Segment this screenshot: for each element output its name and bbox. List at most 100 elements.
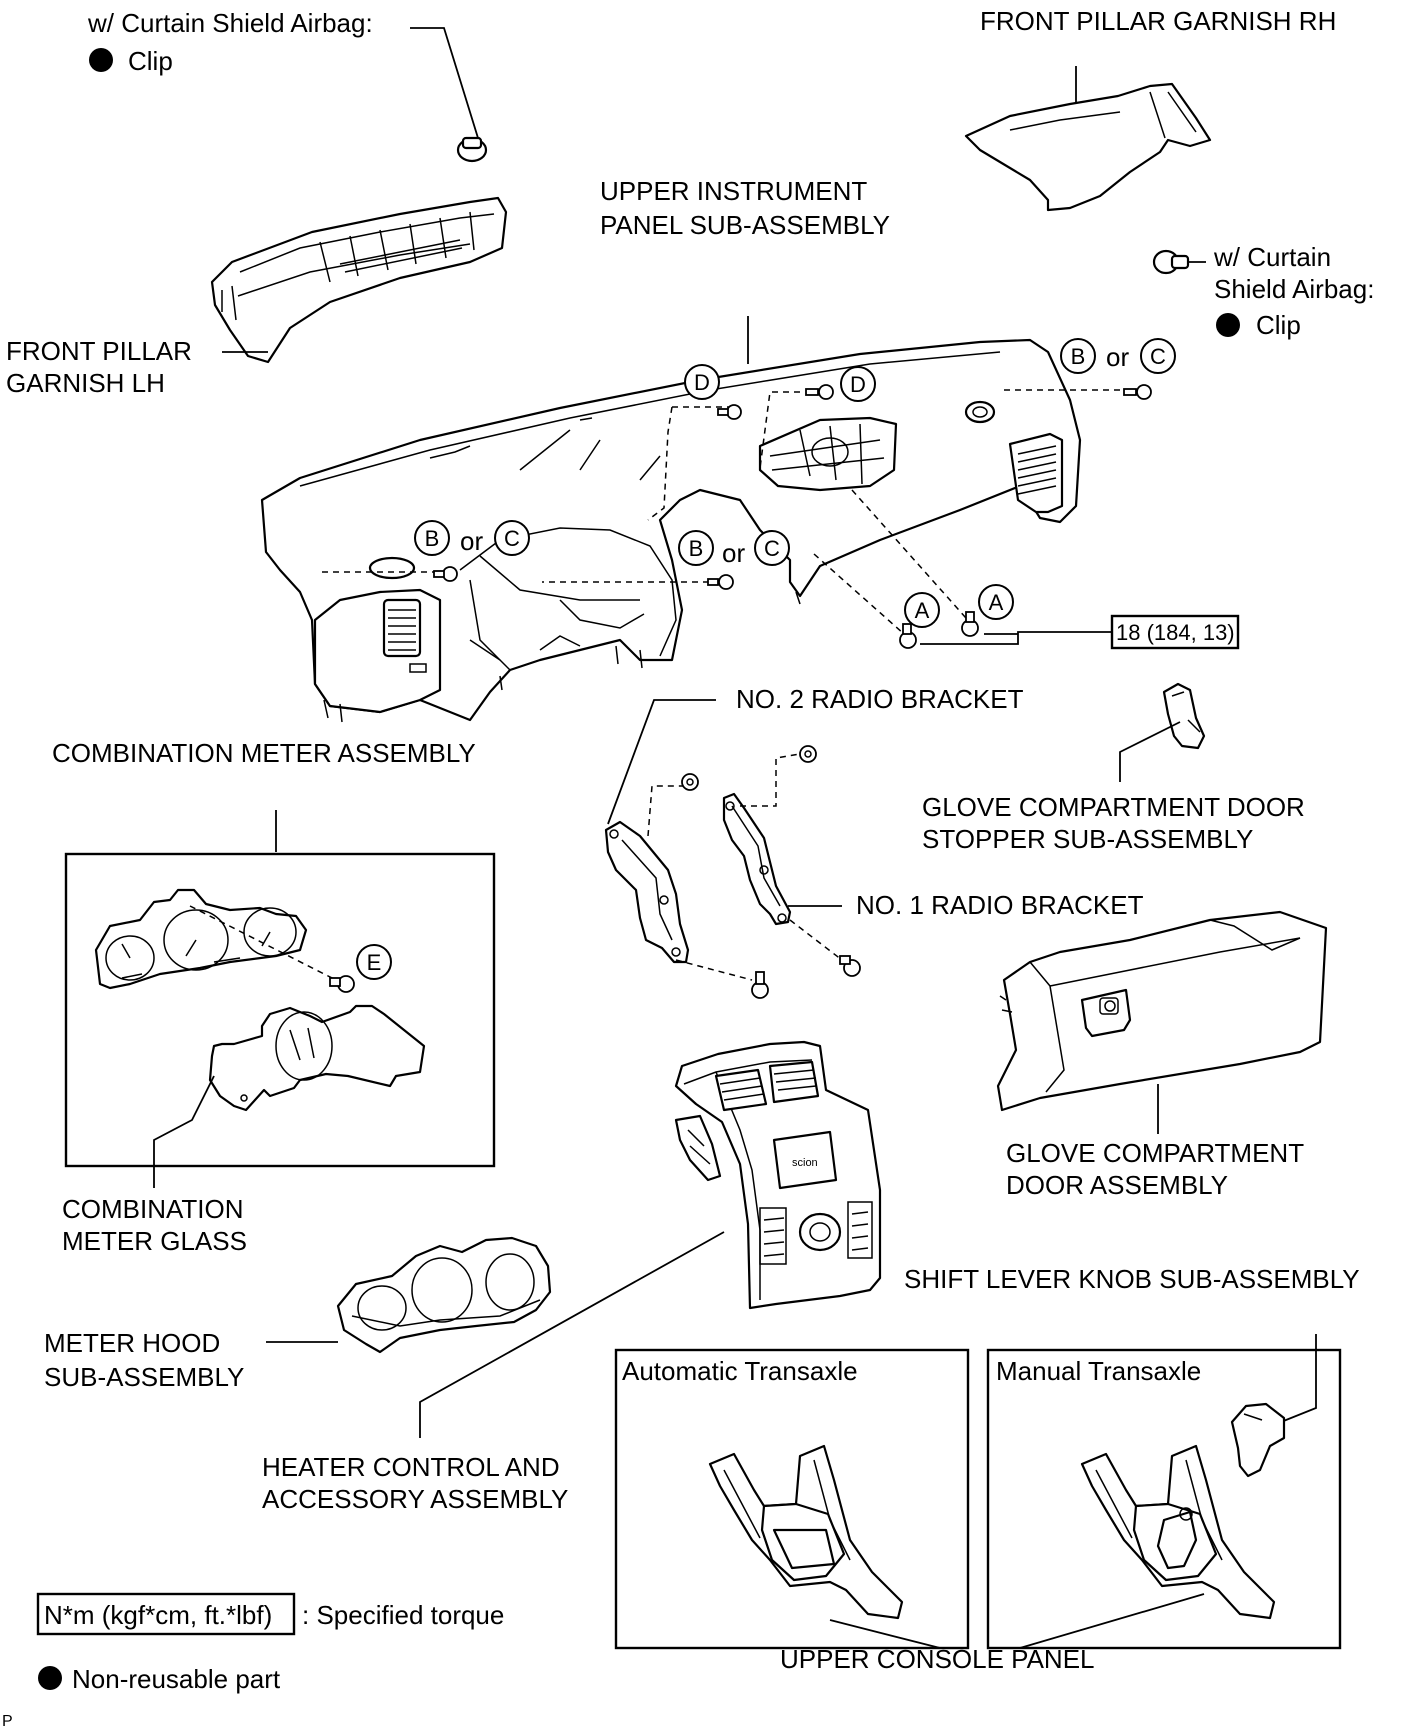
clip-label-right: Clip bbox=[1256, 310, 1301, 340]
curtain-airbag-label-right-2: Shield Airbag: bbox=[1214, 274, 1374, 304]
heater-control-accessory-assembly: scion bbox=[674, 1040, 882, 1310]
shift-lever-knob bbox=[1230, 1402, 1286, 1478]
heater-control-label-2: ACCESSORY ASSEMBLY bbox=[262, 1484, 568, 1514]
fastener-line bbox=[675, 959, 753, 981]
clip-part-left bbox=[456, 136, 488, 163]
callout-e: E bbox=[356, 944, 392, 980]
automatic-transaxle-label: Automatic Transaxle bbox=[622, 1356, 858, 1386]
nonreusable-dot-icon bbox=[1216, 313, 1240, 337]
leader-line bbox=[410, 27, 479, 139]
bolt-icon bbox=[717, 404, 742, 420]
bolts-upper-panel bbox=[433, 384, 1152, 649]
callout-d-right: D bbox=[840, 366, 876, 402]
nut-icon bbox=[681, 773, 699, 791]
fastener-lines bbox=[322, 389, 1122, 635]
svg-text:18 (184, 13): 18 (184, 13) bbox=[1116, 620, 1235, 645]
curtain-clip-note-left: w/ Curtain Shield Airbag: Clip bbox=[87, 8, 488, 163]
leader-line bbox=[1119, 721, 1181, 782]
bolt-icon bbox=[329, 975, 355, 993]
curtain-clip-note-right: w/ Curtain Shield Airbag: Clip bbox=[1152, 242, 1374, 340]
glove-door-stopper bbox=[1162, 682, 1206, 750]
clip-part-right bbox=[1152, 249, 1190, 275]
clip-label-left: Clip bbox=[128, 46, 173, 76]
meter-hood-label-2: SUB-ASSEMBLY bbox=[44, 1362, 244, 1392]
glove-door-label-2: DOOR ASSEMBLY bbox=[1006, 1170, 1228, 1200]
radio-bracket-2-label: NO. 2 RADIO BRACKET bbox=[736, 684, 1024, 714]
curtain-airbag-label-left: w/ Curtain Shield Airbag: bbox=[87, 8, 373, 38]
callout-b-or-c-right: B or C bbox=[1060, 338, 1176, 374]
manual-transaxle-label: Manual Transaxle bbox=[996, 1356, 1201, 1386]
torque-spec-box: 18 (184, 13) bbox=[1110, 614, 1240, 650]
callout-a-right: A bbox=[978, 584, 1014, 620]
front-pillar-garnish-lh bbox=[210, 196, 508, 364]
svg-text:C: C bbox=[504, 526, 520, 551]
upper-console-panel-manual bbox=[1080, 1444, 1276, 1620]
corner-mark: P bbox=[2, 1713, 13, 1730]
no2-radio-bracket bbox=[604, 820, 690, 964]
fastener-line bbox=[189, 905, 337, 981]
pillar-rh-label: FRONT PILLAR GARNISH RH bbox=[980, 6, 1336, 36]
meter-hood-label-1: METER HOOD bbox=[44, 1328, 220, 1358]
svg-text:or: or bbox=[460, 526, 483, 556]
legend-nonreusable-text: Non-reusable part bbox=[72, 1664, 281, 1694]
svg-text:A: A bbox=[915, 598, 930, 623]
leader-line bbox=[153, 1075, 215, 1188]
bolt-icon bbox=[433, 566, 458, 582]
nut-icon bbox=[799, 745, 817, 763]
leader-line bbox=[419, 1231, 725, 1438]
leader-line bbox=[607, 699, 716, 825]
radio-brand-logo: scion bbox=[792, 1157, 818, 1169]
glove-door-label-1: GLOVE COMPARTMENT bbox=[1006, 1138, 1304, 1168]
fastener-line bbox=[740, 753, 801, 807]
no1-radio-bracket bbox=[722, 792, 792, 926]
bolt-icon bbox=[1123, 384, 1152, 400]
combo-meter-box bbox=[64, 852, 496, 1168]
nonreusable-dot-icon bbox=[89, 48, 113, 72]
svg-text:or: or bbox=[1106, 342, 1129, 372]
pillar-lh-label-1: FRONT PILLAR bbox=[6, 336, 192, 366]
upper-instrument-panel bbox=[260, 338, 1082, 723]
upper-panel-label-2: PANEL SUB-ASSEMBLY bbox=[600, 210, 890, 240]
glove-stopper-label-1: GLOVE COMPARTMENT DOOR bbox=[922, 792, 1305, 822]
manual-transaxle-box bbox=[986, 1348, 1342, 1650]
leader-line bbox=[920, 631, 1112, 645]
legend: N*m (kgf*cm, ft.*lbf) : Specified torque… bbox=[36, 1592, 504, 1694]
bolt-icon bbox=[839, 955, 861, 977]
svg-text:B: B bbox=[1071, 344, 1086, 369]
callout-a-left: A bbox=[904, 592, 940, 628]
svg-text:B: B bbox=[689, 536, 704, 561]
upper-console-panel-automatic bbox=[708, 1444, 904, 1620]
bolt-icon bbox=[707, 574, 734, 590]
automatic-transaxle-box bbox=[614, 1348, 970, 1650]
heater-control-label-1: HEATER CONTROL AND bbox=[262, 1452, 560, 1482]
bolt-icon bbox=[751, 971, 769, 999]
svg-text:or: or bbox=[722, 538, 745, 568]
callout-b-or-c-center: B or C bbox=[678, 530, 790, 568]
meter-glass-label-2: METER GLASS bbox=[62, 1226, 247, 1256]
pillar-lh-label-2: GARNISH LH bbox=[6, 368, 165, 398]
bolt-icon bbox=[805, 384, 834, 400]
bolt-icon bbox=[961, 611, 979, 637]
callout-d-left: D bbox=[684, 364, 720, 400]
leader-line bbox=[829, 1619, 941, 1649]
legend-torque-text: : Specified torque bbox=[302, 1600, 504, 1630]
leader-line bbox=[1275, 1334, 1317, 1425]
combination-meter-assembly bbox=[94, 888, 308, 990]
curtain-airbag-label-right-1: w/ Curtain bbox=[1213, 242, 1331, 272]
meter-glass-label-1: COMBINATION bbox=[62, 1194, 244, 1224]
svg-text:B: B bbox=[425, 526, 440, 551]
leader-line bbox=[1019, 1593, 1205, 1649]
svg-text:A: A bbox=[989, 590, 1004, 615]
legend-torque-units: N*m (kgf*cm, ft.*lbf) bbox=[44, 1600, 272, 1630]
bolt-icon bbox=[899, 623, 917, 649]
legend-torque-box bbox=[36, 1592, 296, 1636]
radio-bracket-1-label: NO. 1 RADIO BRACKET bbox=[856, 890, 1144, 920]
svg-text:C: C bbox=[1150, 344, 1166, 369]
glove-compartment-door bbox=[996, 910, 1328, 1112]
fastener-line bbox=[647, 785, 688, 837]
upper-console-panel-label: UPPER CONSOLE PANEL bbox=[780, 1644, 1095, 1674]
fastener-line bbox=[789, 919, 843, 961]
svg-text:C: C bbox=[764, 536, 780, 561]
front-pillar-garnish-rh bbox=[964, 82, 1212, 212]
